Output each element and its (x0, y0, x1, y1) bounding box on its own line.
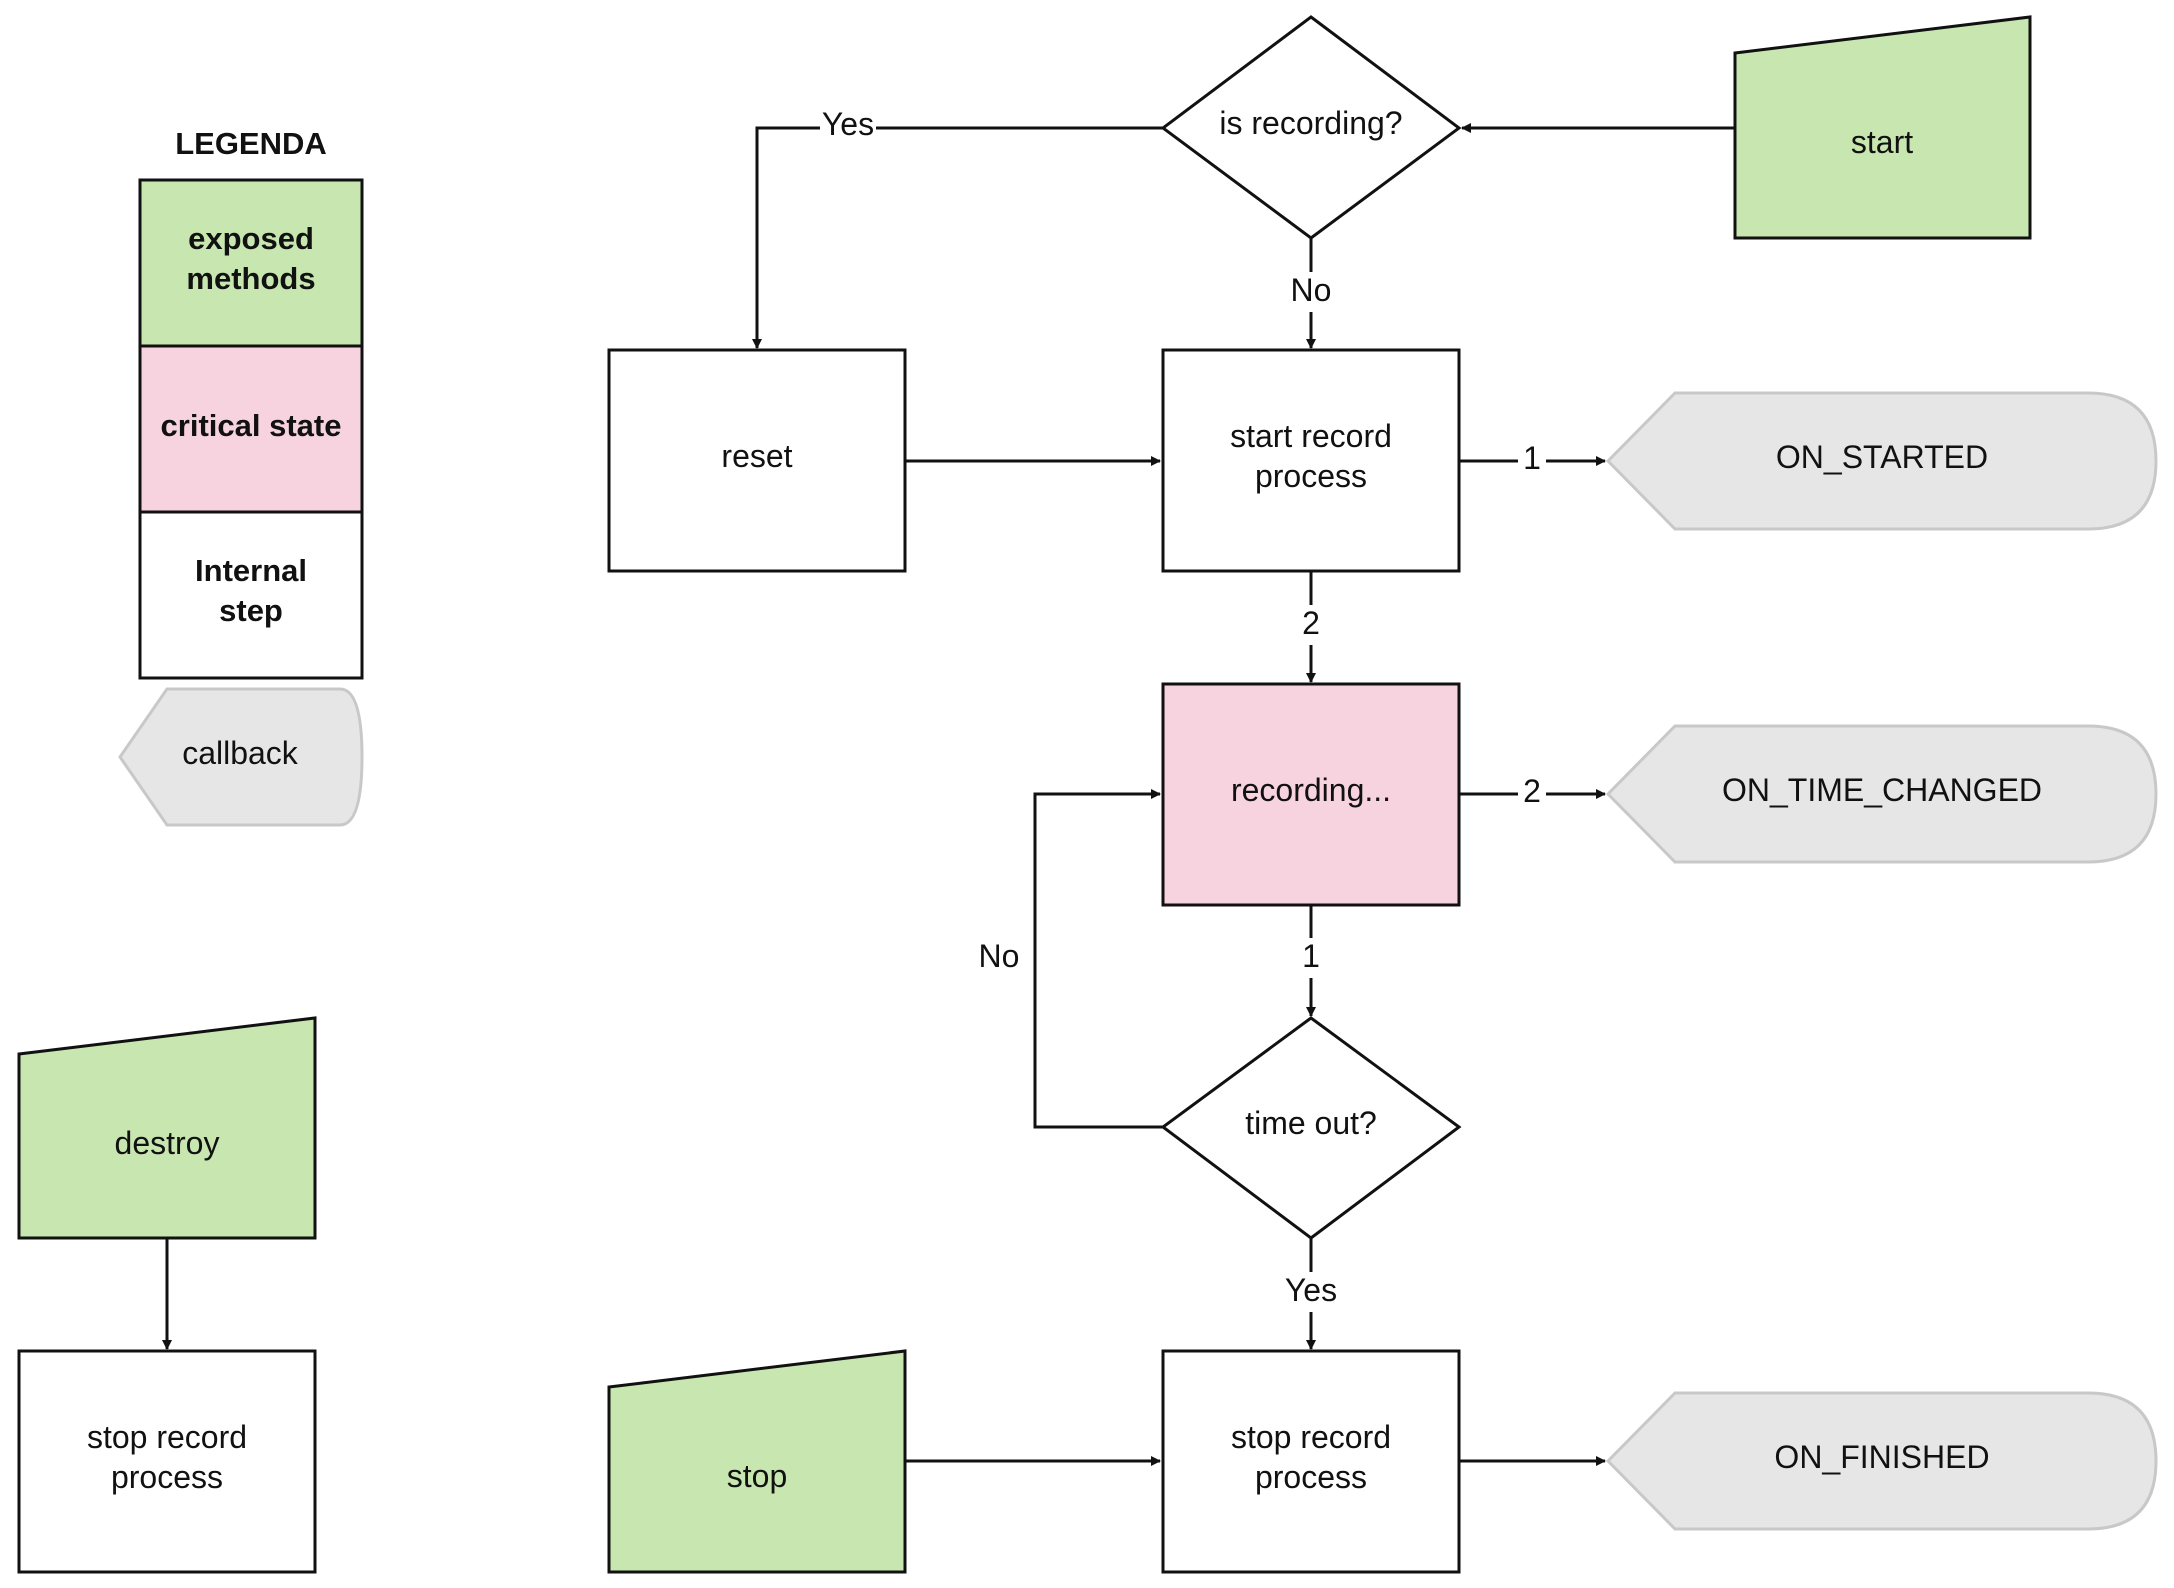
node-destroy-stop-record-process (17, 1349, 317, 1574)
edge-yes-to-reset (752, 126, 1163, 349)
legend-exposed-line2: methods (186, 261, 315, 296)
node-stop (607, 1349, 907, 1574)
node-time-out-decision (1160, 1016, 1462, 1240)
node-is-recording-label: is recording? (1219, 105, 1402, 141)
edge-label-on-started: 1 (1523, 440, 1541, 476)
legend-title: LEGENDA (175, 126, 327, 161)
node-on-finished-label: ON_FINISHED (1774, 1439, 1989, 1475)
edge-labels: Yes No 1 2 2 1 No Yes (820, 106, 1546, 1312)
node-recording-label: recording... (1231, 772, 1391, 808)
legend-critical-swatch (138, 344, 364, 514)
edge-label-yes-reset: Yes (822, 106, 874, 142)
legend-internal-line1: Internal (195, 553, 307, 588)
node-on-time-changed-label: ON_TIME_CHANGED (1722, 772, 2042, 808)
node-start-record-line2: process (1255, 458, 1367, 494)
node-start-record-process (1161, 348, 1461, 573)
node-stop-label: stop (727, 1458, 787, 1494)
node-start-label: start (1851, 124, 1913, 160)
node-recording-state (1161, 682, 1461, 907)
node-is-recording-decision (1160, 15, 1462, 240)
node-on-started-callback (1605, 391, 2158, 531)
legend-callback-label: callback (182, 735, 299, 771)
legend: LEGENDA exposed methods critical state I… (118, 126, 364, 827)
node-destroy-stop-record-line1: stop record (87, 1419, 247, 1455)
node-stop-record-line2: process (1255, 1459, 1367, 1495)
node-on-started-label: ON_STARTED (1776, 439, 1988, 475)
nodes: start is recording? reset start record p… (17, 15, 2158, 1574)
node-start (1733, 15, 2032, 240)
node-stop-record-process (1161, 1349, 1461, 1574)
edge-label-on-time-changed: 2 (1523, 773, 1541, 809)
node-destroy-stop-record-line2: process (111, 1459, 223, 1495)
edge-label-time-out-yes: Yes (1285, 1272, 1337, 1308)
node-time-out-label: time out? (1245, 1105, 1377, 1141)
node-destroy-label: destroy (115, 1125, 220, 1161)
edge-label-no-start-record: No (1291, 272, 1332, 308)
edge-label-recording: 2 (1302, 605, 1320, 641)
legend-callback-shape (118, 687, 364, 827)
node-stop-record-line1: stop record (1231, 1419, 1391, 1455)
node-reset (607, 348, 907, 573)
legend-internal-line2: step (219, 593, 283, 628)
node-start-record-line1: start record (1230, 418, 1392, 454)
connectors (162, 123, 1735, 1466)
legend-exposed-swatch (138, 178, 364, 348)
legend-exposed-line1: exposed (188, 221, 314, 256)
node-on-time-changed-callback (1605, 724, 2158, 864)
edge-label-time-out: 1 (1302, 938, 1320, 974)
legend-critical-label: critical state (161, 408, 342, 443)
node-on-finished-callback (1605, 1391, 2158, 1531)
edge-label-time-out-no: No (979, 938, 1020, 974)
edge-time-out-no-to-recording (1033, 789, 1163, 1129)
node-destroy (17, 1016, 317, 1240)
node-reset-label: reset (721, 438, 792, 474)
legend-internal-swatch (138, 510, 364, 680)
